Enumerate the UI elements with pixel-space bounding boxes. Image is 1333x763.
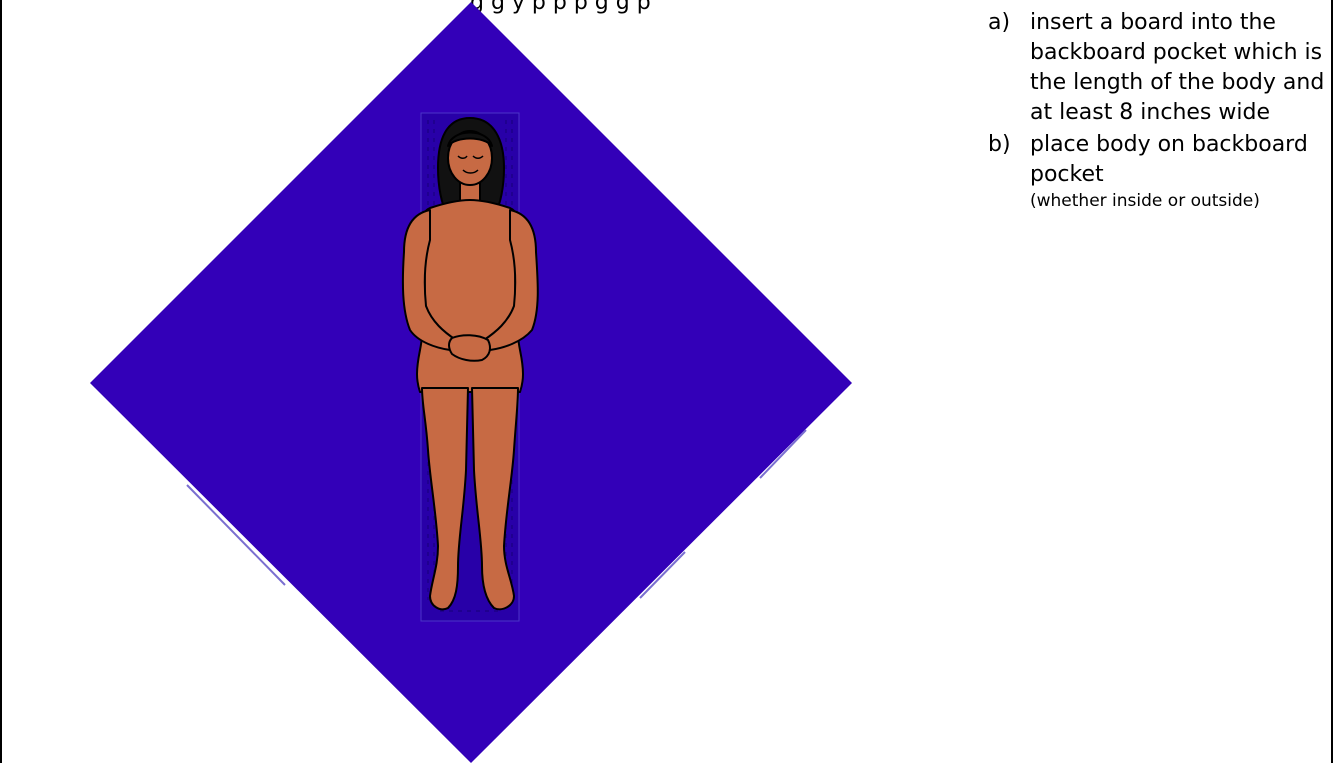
step-text: insert a board into the backboard pocket… bbox=[1030, 10, 1324, 125]
step-b: b) place body on backboard pocket (wheth… bbox=[988, 130, 1328, 212]
step-marker: b) bbox=[988, 130, 1011, 160]
instruction-list: a) insert a board into the backboard poc… bbox=[988, 8, 1328, 212]
step-text: place body on backboard pocket bbox=[1030, 132, 1308, 187]
step-a: a) insert a board into the backboard poc… bbox=[988, 8, 1328, 128]
step-marker: a) bbox=[988, 8, 1010, 38]
step-note: (whether inside or outside) bbox=[1030, 190, 1328, 212]
